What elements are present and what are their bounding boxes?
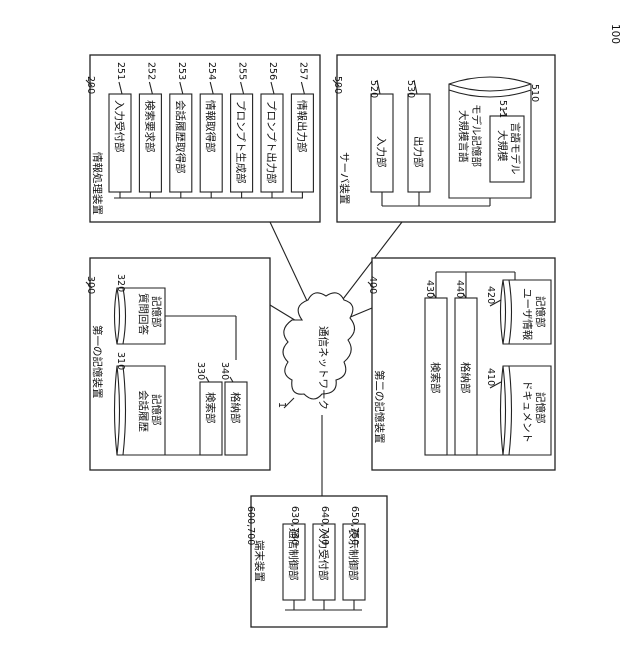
history-storage-ref: 310 xyxy=(115,352,126,370)
qa-storage-label-1: 質問回答 xyxy=(137,293,150,335)
second-storage-device: 400 第二の記憶装置 検索部 430 格納部 440 ユーザ情報 記憶部 42… xyxy=(367,258,555,470)
second-store-label: 格納部 xyxy=(459,362,472,394)
second-search-label: 検索部 xyxy=(429,362,442,394)
ip-unit-label: プロンプト出力部 xyxy=(265,100,278,184)
second-search-unit: 検索部 430 xyxy=(424,280,447,455)
second-store-ref: 440 xyxy=(454,280,465,298)
ip-unit-ref: 253 xyxy=(176,62,187,80)
document-label-1: ドキュメント xyxy=(521,380,533,443)
ip-unit-ref: 254 xyxy=(206,62,217,80)
ip-unit-label: 会話履歴取得部 xyxy=(174,100,187,174)
terminal-unit-ref: 650,750 xyxy=(349,506,360,545)
server-output-label: 出力部 xyxy=(412,136,425,168)
ip-unit-ref: 257 xyxy=(297,62,308,80)
server-output-unit: 出力部 530 xyxy=(405,80,430,192)
second-store-unit: 格納部 440 xyxy=(454,280,477,455)
figure-number: 100 xyxy=(609,24,621,44)
llm-model-label-1: 大規模 xyxy=(496,130,509,162)
ip-unit-ref: 255 xyxy=(237,62,248,80)
llm-model-ref: 511 xyxy=(497,100,508,118)
ip-unit-ref: 252 xyxy=(145,62,156,80)
second-storage-title: 第二の記憶装置 xyxy=(373,370,386,444)
first-storage-title: 第一の記憶装置 xyxy=(91,325,104,399)
qa-storage-ref: 320 xyxy=(115,274,126,292)
terminal-unit-ref: 630,730 xyxy=(289,506,300,545)
ip-unit-label: 情報取得部 xyxy=(204,100,217,153)
first-store-ref: 340 xyxy=(219,362,230,380)
first-search-label: 検索部 xyxy=(204,392,217,424)
network-ref: 1 xyxy=(276,402,287,408)
ip-unit-label: 情報出力部 xyxy=(295,100,308,153)
ip-unit-label: 入力受付部 xyxy=(113,100,126,153)
document-ref: 410 xyxy=(485,368,496,386)
server-input-label: 入力部 xyxy=(375,136,388,168)
llm-storage-label-1: 大規模言語 xyxy=(457,110,470,163)
ip-unit-label: 検索要求部 xyxy=(143,100,156,153)
terminal-device: 600,700 端末装置 通信制御部630,730入力受付部640,740表示制… xyxy=(245,496,387,627)
ip-unit-ref: 251 xyxy=(115,62,126,80)
info-processing-device: 200 情報処理装置 入力受付部251検索要求部252会話履歴取得部253情報取… xyxy=(85,55,320,222)
server-input-unit: 入力部 520 xyxy=(368,80,393,192)
llm-storage-ref: 510 xyxy=(529,84,540,102)
ip-unit-ref: 256 xyxy=(267,62,278,80)
server-title: サーバ装置 xyxy=(338,152,351,204)
second-search-ref: 430 xyxy=(424,280,435,298)
terminal-title: 端末装置 xyxy=(253,540,266,582)
first-store-label: 格納部 xyxy=(229,392,242,424)
terminal-unit-ref: 640,740 xyxy=(319,506,330,545)
llm-storage-cylinder: 大規模言語 モデル記憶部 510 大規模 言語モデル 511 xyxy=(449,77,540,198)
server-device: 500 サーバ装置 入力部 520 出力部 530 大規模言語 モデル記憶部 5… xyxy=(332,55,555,222)
ip-unit-label: プロンプト生成部 xyxy=(235,100,248,184)
user-info-ref: 420 xyxy=(485,286,496,304)
second-storage-ref: 400 xyxy=(367,276,378,294)
qa-storage-label-2: 記憶部 xyxy=(150,296,163,328)
history-storage-label-2: 記憶部 xyxy=(150,394,163,426)
user-info-label-1: ユーザ情報 xyxy=(521,288,534,341)
history-storage: 会話履歴 記憶部 310 xyxy=(115,352,166,455)
network-label: 通信ネットワーク xyxy=(317,326,329,410)
info-processing-title: 情報処理装置 xyxy=(91,152,104,215)
first-storage-ref: 300 xyxy=(85,276,96,294)
llm-storage-label-2: モデル記憶部 xyxy=(470,104,483,167)
communication-network: 通信ネットワーク 1 xyxy=(276,293,355,410)
document-label-2: 記憶部 xyxy=(534,392,547,424)
first-search-ref: 330 xyxy=(195,362,206,380)
history-storage-label-1: 会話履歴 xyxy=(137,390,150,432)
llm-model-label-2: 言語モデル xyxy=(509,122,522,175)
first-storage-device: 300 第一の記憶装置 質問回答 記憶部 320 会話履歴 記憶部 310 検索… xyxy=(85,258,270,470)
user-info-label-2: 記憶部 xyxy=(534,296,547,328)
